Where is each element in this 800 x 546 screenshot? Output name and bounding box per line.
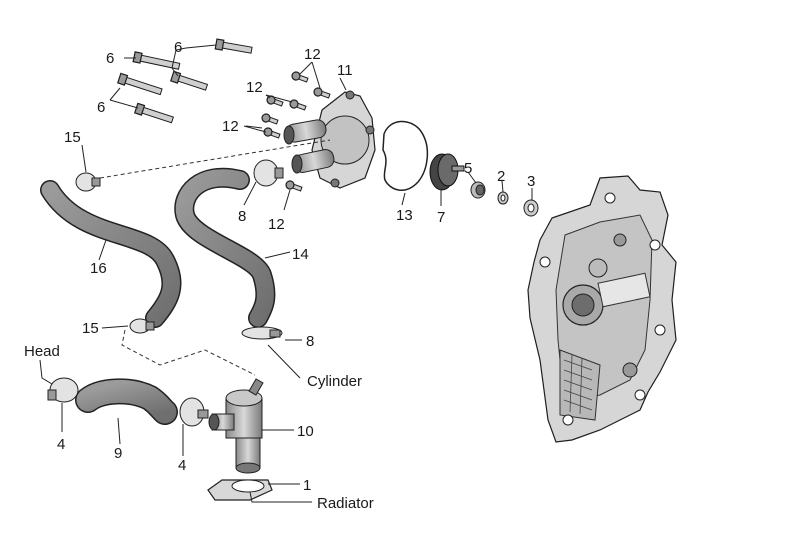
label-radiator: Radiator xyxy=(317,495,374,512)
label-12-d: 12 xyxy=(268,216,285,233)
gasket-13 xyxy=(382,120,429,191)
label-4-a: 4 xyxy=(57,436,65,453)
label-12-b: 12 xyxy=(246,79,263,96)
label-4-b: 4 xyxy=(178,457,186,474)
label-6-b: 6 xyxy=(174,39,182,56)
label-14: 14 xyxy=(292,246,309,263)
label-16: 16 xyxy=(90,260,107,277)
assembly-lines xyxy=(99,139,331,376)
label-12-c: 12 xyxy=(222,118,239,135)
label-1: 1 xyxy=(303,477,311,494)
label-5: 5 xyxy=(464,160,472,177)
pump-cover xyxy=(283,90,376,189)
leader-lines xyxy=(39,44,533,503)
label-10: 10 xyxy=(297,423,314,440)
bolts-12 xyxy=(261,71,331,192)
label-7: 7 xyxy=(437,209,445,226)
clamp-4-left xyxy=(47,377,79,403)
bracket-1 xyxy=(207,479,273,501)
label-6-c: 6 xyxy=(97,99,105,116)
part-number-labels: 6 6 6 12 11 12 12 12 15 8 16 14 15 8 4 9… xyxy=(24,39,535,512)
label-8-a: 8 xyxy=(238,208,246,225)
hose-9 xyxy=(75,378,178,425)
label-11: 11 xyxy=(337,62,353,79)
clamp-15-top xyxy=(75,172,101,192)
crankcase-cover xyxy=(527,175,677,443)
label-12-a: 12 xyxy=(304,46,321,63)
clamp-8-top xyxy=(253,159,284,187)
label-2: 2 xyxy=(497,168,505,185)
label-15-a: 15 xyxy=(64,129,81,146)
hose-16 xyxy=(40,180,182,328)
seal-5 xyxy=(470,181,486,199)
label-3: 3 xyxy=(527,173,535,190)
label-15-b: 15 xyxy=(82,320,99,337)
label-cylinder: Cylinder xyxy=(307,373,362,390)
label-6-a: 6 xyxy=(106,50,114,67)
clamp-4-right xyxy=(179,397,209,427)
label-8-b: 8 xyxy=(306,333,314,350)
thermostat-10 xyxy=(208,378,264,474)
clamp-15-bottom xyxy=(129,318,155,334)
clamp-8-bottom xyxy=(241,326,283,340)
seal-3 xyxy=(523,199,539,217)
bolts-6 xyxy=(116,38,253,124)
impeller-7 xyxy=(429,153,465,191)
hose-14 xyxy=(174,167,276,328)
label-13: 13 xyxy=(396,207,413,224)
label-9: 9 xyxy=(114,445,122,462)
washer-2 xyxy=(497,191,509,205)
label-head: Head xyxy=(24,343,60,360)
